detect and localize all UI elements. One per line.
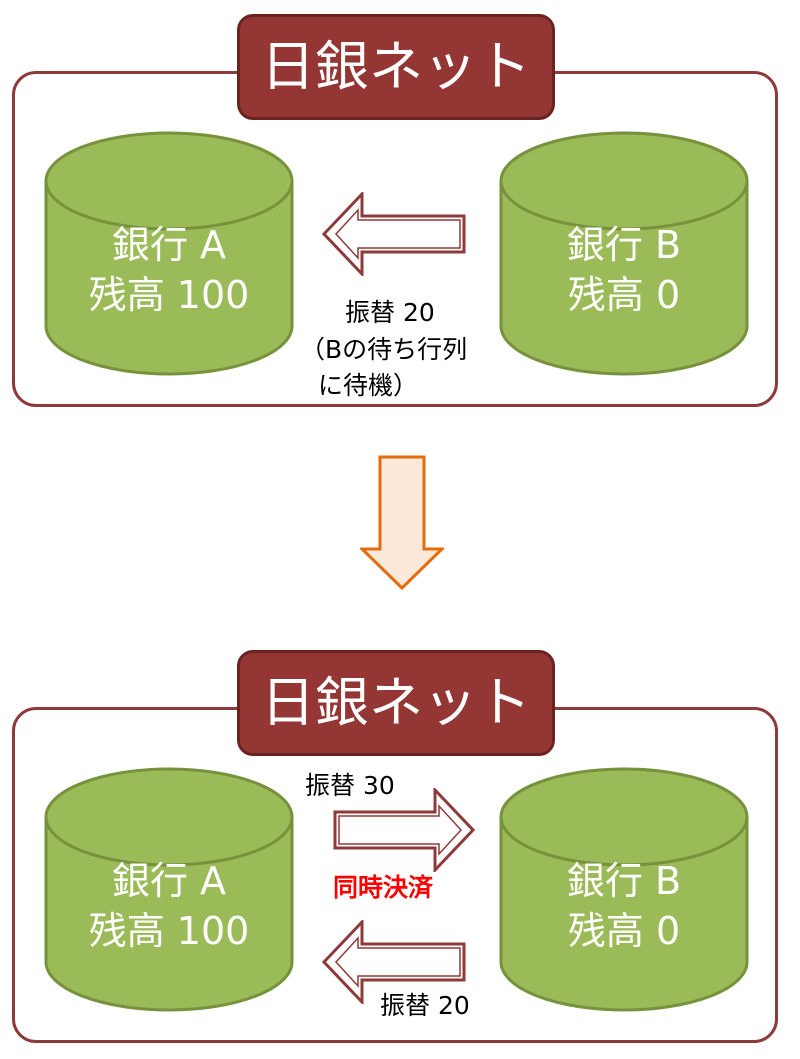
top-transfer-note-2: に待機） xyxy=(318,371,419,400)
top-bank-a-cylinder: 銀行 A 残高 100 xyxy=(44,131,294,376)
top-transfer-label: 振替 20 xyxy=(345,298,435,327)
simultaneous-settlement-label: 同時決済 xyxy=(333,873,434,902)
right-arrow-icon xyxy=(333,788,475,872)
top-bank-a-balance: 残高 100 xyxy=(88,273,250,317)
top-title: 日銀ネット xyxy=(237,14,555,120)
cylinder-shape xyxy=(44,131,294,376)
left-arrow-icon xyxy=(322,920,466,1004)
bottom-transfer-right-label: 振替 30 xyxy=(305,771,395,800)
top-bank-a-name: 銀行 A xyxy=(111,223,227,267)
top-bank-b-balance: 残高 0 xyxy=(567,273,681,317)
down-arrow-icon xyxy=(360,455,444,590)
top-bank-b-cylinder: 銀行 B 残高 0 xyxy=(499,131,749,376)
left-arrow-icon xyxy=(322,192,466,276)
cylinder-shape xyxy=(499,767,749,1012)
top-transfer-note-1: （Bの待ち行列 xyxy=(300,335,468,364)
bottom-bank-b-balance: 残高 0 xyxy=(567,909,681,953)
cylinder-shape xyxy=(44,767,294,1012)
bottom-bank-a-cylinder: 銀行 A 残高 100 xyxy=(44,767,294,1012)
bottom-bank-a-balance: 残高 100 xyxy=(88,909,250,953)
bottom-title: 日銀ネット xyxy=(237,650,555,756)
bottom-bank-b-name: 銀行 B xyxy=(566,859,682,903)
bottom-bank-b-cylinder: 銀行 B 残高 0 xyxy=(499,767,749,1012)
top-bank-b-name: 銀行 B xyxy=(566,223,682,267)
bottom-bank-a-name: 銀行 A xyxy=(111,859,227,903)
cylinder-shape xyxy=(499,131,749,376)
bottom-transfer-left-label: 振替 20 xyxy=(380,991,470,1020)
